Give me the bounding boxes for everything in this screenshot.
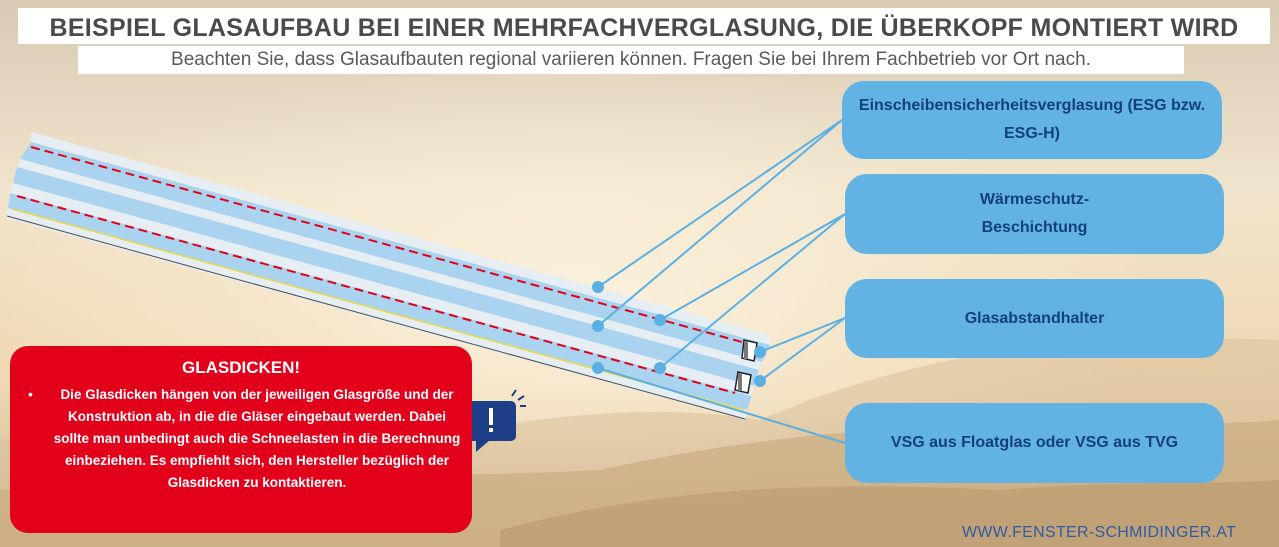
- vsg-inner: [6, 208, 747, 420]
- page-title: BEISPIEL GLASAUFBAU BEI EINER MEHRFACHVE…: [49, 14, 1239, 42]
- warning-text: Die Glasdicken hängen von der jeweiligen…: [53, 387, 461, 490]
- edge-line: [6, 215, 746, 420]
- outer-gap-upper: [31, 132, 770, 345]
- website-link[interactable]: WWW.FENSTER-SCHMIDINGER.AT: [962, 524, 1237, 541]
- spacer-1-seal: [744, 341, 748, 359]
- warning-bullet: •: [28, 386, 33, 402]
- warning-box: GLASDICKEN! • Die Glasdicken hängen von …: [10, 346, 472, 533]
- warning-title: GLASDICKEN!: [181, 358, 301, 377]
- callout-spacer: Glasabstandhalter: [845, 279, 1224, 358]
- callout-vsg-label: VSG aus Floatglas oder VSG aus TVG: [890, 434, 1179, 451]
- callout-esg: Einscheibensicherheitsverglasung (ESG bz…: [842, 81, 1222, 159]
- middle-pane: [13, 167, 759, 386]
- vsg-pane: [8, 193, 752, 410]
- title-banner: BEISPIEL GLASAUFBAU BEI EINER MEHRFACHVE…: [18, 8, 1270, 44]
- leader-lines: [597, 119, 846, 444]
- glass-assembly: [6, 132, 770, 420]
- interlayer-line: [11, 208, 745, 411]
- callout-coating-label: Wärmeschutz-Beschichtung: [979, 191, 1090, 236]
- spacer-2-seal: [738, 373, 742, 391]
- cavity-1: [17, 159, 762, 370]
- leader-dots: [592, 281, 766, 387]
- spacer-2: [734, 371, 752, 394]
- exclamation-speech-icon: [466, 389, 526, 452]
- cavity-2: [10, 183, 754, 396]
- page-subtitle: Beachten Sie, dass Glasaufbauten regiona…: [171, 49, 1091, 70]
- esg-pane: [20, 142, 770, 362]
- subtitle-banner: Beachten Sie, dass Glasaufbauten regiona…: [78, 46, 1184, 74]
- callout-esg-label: Einscheibensicherheitsverglasung (ESG bz…: [858, 97, 1206, 142]
- callout-vsg: VSG aus Floatglas oder VSG aus TVG: [845, 403, 1224, 483]
- coating-line-2: [16, 195, 736, 394]
- callout-coating: Wärmeschutz-Beschichtung: [845, 174, 1224, 254]
- coating-line-1: [30, 146, 743, 343]
- callout-spacer-label: Glasabstandhalter: [964, 309, 1105, 327]
